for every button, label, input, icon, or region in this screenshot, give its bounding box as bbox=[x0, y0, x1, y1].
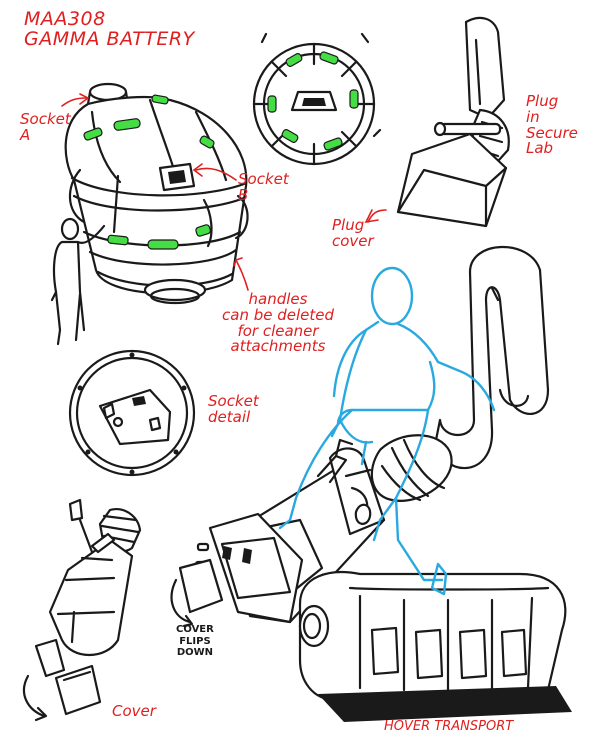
label-cover: Cover bbox=[112, 702, 156, 720]
hose-cable-drawing bbox=[370, 245, 550, 502]
label-socket-detail: Socket detail bbox=[208, 392, 259, 426]
plug-in-secure-lab-drawing bbox=[396, 16, 510, 228]
label-cover-flips-down: COVER FLIPS DOWN bbox=[176, 624, 214, 658]
label-socket-a: Socket A bbox=[20, 110, 71, 144]
annotation-leaders bbox=[61, 93, 387, 291]
label-plug-in-secure-lab: Plug in Secure Lab bbox=[526, 92, 578, 158]
socket-detail-drawing bbox=[68, 349, 196, 477]
floating-plug-drawing bbox=[170, 438, 386, 628]
label-plug-cover: Plug cover bbox=[332, 216, 374, 250]
label-socket-b: Socket B bbox=[238, 170, 289, 204]
scale-human-figure bbox=[50, 217, 106, 346]
handheld-battery-drawing bbox=[22, 498, 142, 722]
sheet-title: MAA308 GAMMA BATTERY bbox=[24, 8, 195, 50]
hover-transport-drawing bbox=[298, 571, 572, 722]
gamma-battery-drawing bbox=[64, 82, 249, 305]
battery-top-view-drawing bbox=[252, 32, 382, 166]
label-hover-transport: HOVER TRANSPORT bbox=[384, 719, 514, 734]
label-handles-note: handles can be deleted for cleaner attac… bbox=[222, 290, 335, 356]
rider-figure-blue bbox=[278, 266, 496, 596]
